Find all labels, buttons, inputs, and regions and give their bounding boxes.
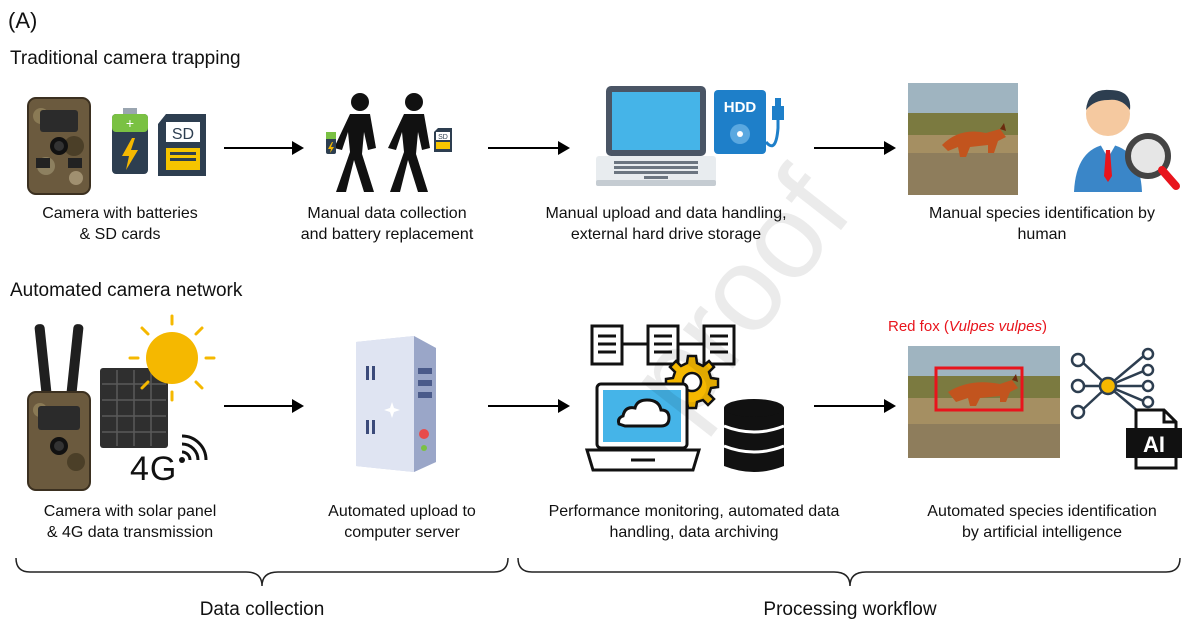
document-network-icon (590, 324, 736, 366)
sun-icon (128, 314, 216, 402)
caption-solar-camera: Camera with solar panel& 4G data transmi… (43, 503, 217, 541)
trail-camera-icon (27, 97, 91, 195)
arrow-3 (814, 141, 896, 155)
arrow-1 (224, 141, 304, 155)
brace-data-collection (15, 557, 509, 587)
human-analyst-icon (1074, 89, 1180, 192)
svg-text:SD: SD (172, 126, 194, 143)
sd-card-icon: SD (158, 114, 206, 176)
svg-text:HDD: HDD (724, 99, 757, 116)
svg-text:+: + (126, 115, 134, 131)
panel-label: (A) (8, 8, 38, 33)
svg-text:AI: AI (1143, 432, 1165, 457)
fox-detection-image (908, 346, 1060, 458)
svg-text:SD: SD (438, 134, 448, 141)
server-icon (356, 336, 436, 472)
caption-camera-batteries: Camera with batteries& SD cards (42, 205, 198, 243)
laptop-icon (596, 86, 716, 186)
wireless-signal-icon (179, 434, 208, 463)
battery-icon: + (112, 108, 148, 174)
arrow-6 (814, 399, 896, 413)
cellular-trail-camera-icon (27, 324, 91, 491)
traditional-section-title: Traditional camera trapping (10, 48, 241, 69)
brace-label-data-collection: Data collection (199, 599, 325, 620)
species-label: Red fox (Vulpes vulpes) (888, 318, 1047, 335)
hdd-icon: HDD (714, 90, 784, 154)
walking-people-icon: SD (326, 93, 452, 192)
brace-processing-workflow (517, 557, 1181, 587)
solar-panel-icon (100, 368, 168, 448)
arrow-4 (224, 399, 304, 413)
arrow-2 (488, 141, 570, 155)
laptop-cloud-icon (584, 382, 702, 472)
automated-section-title: Automated camera network (10, 280, 243, 301)
caption-manual-upload: Manual upload and data handling,external… (545, 205, 787, 243)
database-icon (723, 399, 785, 472)
arrow-5 (488, 399, 570, 413)
brace-label-processing-workflow: Processing workflow (763, 599, 937, 620)
4g-badge: 4G (130, 450, 178, 488)
fox-photo-image (908, 83, 1018, 195)
ai-file-icon: AI (1126, 408, 1182, 470)
